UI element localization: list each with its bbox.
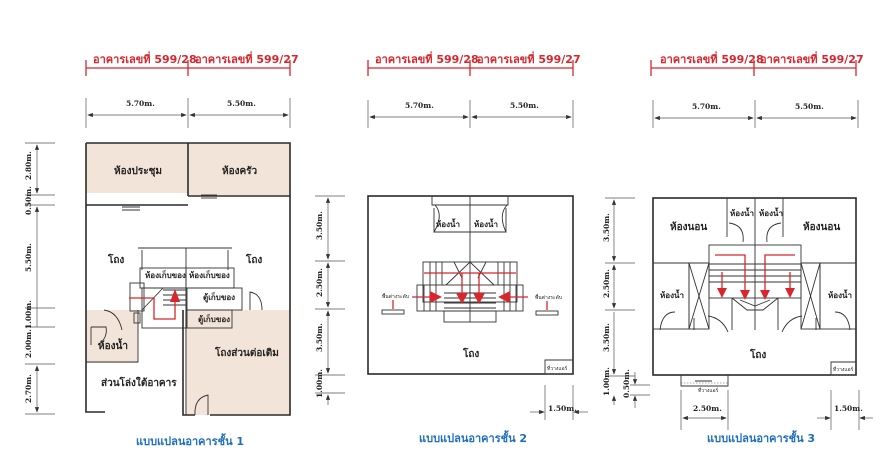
- ac-placement-right: ที่วางแอร์: [830, 361, 856, 376]
- room-bathroom: ห้องน้ำ: [98, 338, 128, 352]
- room-open-space: ส่วนโล่งใต้อาคาร: [101, 376, 177, 389]
- room-bedroom-right: ห้องนอน: [803, 221, 840, 233]
- building-label-599-27: อาคารเลขที่ 599/27: [477, 51, 581, 66]
- ac-placement-left: ที่วางแอร์: [680, 375, 729, 394]
- building-label-599-28: อาคารเลขที่ 599/28: [660, 51, 764, 66]
- vdim-3-50-b: 3.50m.: [315, 323, 324, 352]
- width-dimensions: 5.70m. 5.50m.: [85, 98, 291, 128]
- vdim-2-50: 2.50m.: [315, 268, 324, 297]
- floor-2-stair: [381, 261, 559, 323]
- building-label-599-28: อาคารเลขที่ 599/28: [93, 51, 197, 66]
- room-bath-side-right: ห้องน้ำ: [828, 289, 852, 300]
- vdim-5-50: 5.50m.: [24, 243, 33, 272]
- split-level-left: พื้นต่างระดับ: [382, 291, 409, 300]
- vdim-3-50: 3.50m.: [315, 211, 324, 240]
- building-label-599-27: อาคารเลขที่ 599/27: [195, 51, 299, 66]
- ac-width-dimension: 1.50m.: [530, 385, 588, 420]
- floor-2-caption: แบบแปลนอาคารชั้น 2: [419, 430, 527, 445]
- room-hall: โถง: [749, 348, 766, 361]
- room-storage-right: ห้องเก็บของ: [189, 269, 230, 280]
- ac-spot-right-label: ที่วางแอร์: [833, 366, 854, 373]
- floor-2-vertical-dimensions: 3.50m. 2.50m. 3.50m. 1.00m.: [315, 195, 345, 405]
- vdim-0-50: 0.50m.: [24, 186, 33, 215]
- room-bath-left: ห้องน้ำ: [436, 218, 460, 229]
- vdim-2-70: 2.70m.: [24, 374, 33, 403]
- split-level-right: พื้นต่างระดับ: [535, 292, 562, 301]
- vdim-2-80: 2.80m.: [24, 151, 33, 180]
- building-label-599-28: อาคารเลขที่ 599/28: [375, 51, 479, 66]
- vdim-2-50: 2.50m.: [602, 269, 611, 298]
- cabinet-upper: ตู้เก็บของ: [203, 291, 235, 303]
- floor-3-vertical-dimensions: 3.50m. 2.50m. 3.50m. 1.00m. 0.50m.: [602, 197, 650, 408]
- vdim-3-50-b: 3.50m.: [602, 323, 611, 352]
- width-dim-right: 5.50m.: [227, 99, 256, 108]
- vdim-1-00: 1.00m.: [24, 300, 33, 329]
- ac-width-label: 1.50m.: [548, 404, 577, 413]
- vdim-0-50: 0.50m.: [622, 369, 631, 398]
- floor-2-plan: อาคารเลขที่ 599/28 อาคารเลขที่ 599/27 5.…: [315, 51, 588, 445]
- width-dim-right: 5.50m.: [510, 101, 539, 110]
- width-dim-left: 5.70m.: [405, 101, 434, 110]
- width-dimensions: 5.70m. 5.50m.: [652, 100, 859, 128]
- floor-3-plan: อาคารเลขที่ 599/28 อาคารเลขที่ 599/27 5.…: [602, 51, 873, 445]
- width-dim-left: 5.70m.: [692, 102, 721, 111]
- room-hall-right: โถง: [245, 253, 262, 266]
- building-label-bar: อาคารเลขที่ 599/28 อาคารเลขที่ 599/27: [650, 51, 864, 76]
- floor-1-vertical-dimensions: 2.80m. 0.50m. 5.50m. 1.00m. 2.00m. 2.70m…: [24, 142, 55, 415]
- floor-3-caption: แบบแปลนอาคารชั้น 3: [707, 430, 815, 445]
- ac-spot-label: ที่วางแอร์: [547, 365, 568, 372]
- building-label-599-27: อาคารเลขที่ 599/27: [760, 51, 864, 66]
- room-bath-right: ห้องน้ำ: [474, 218, 498, 229]
- extension-hall-fill: [185, 310, 290, 415]
- cabinet-lower: ตู้เก็บของ: [198, 313, 230, 325]
- room-kitchen: ห้องครัว: [222, 165, 258, 177]
- meeting-room-fill: [86, 143, 188, 193]
- room-bath-side-left: ห้องน้ำ: [660, 289, 684, 300]
- room-hall-left: โถง: [107, 253, 124, 266]
- vdim-1-00: 1.00m.: [602, 367, 611, 396]
- bottom-dim-1-50: 1.50m.: [834, 404, 863, 413]
- floor-2-outer-wall: [367, 195, 574, 375]
- floor-3-interior: [652, 198, 857, 333]
- room-bath-top-left: ห้องน้ำ: [730, 207, 754, 218]
- floor-1-caption: แบบแปลนอาคารชั้น 1: [136, 433, 244, 448]
- kitchen-fill: [189, 143, 290, 195]
- room-meeting: ห้องประชุม: [114, 165, 162, 177]
- ac-placement: ที่วางแอร์: [544, 359, 573, 375]
- room-bedroom-left: ห้องนอน: [670, 221, 707, 233]
- floor-3-bottom-dimensions: 2.50m. 1.50m.: [680, 390, 873, 430]
- width-dim-right: 5.50m.: [795, 102, 824, 111]
- width-dimensions: 5.70m. 5.50m.: [367, 100, 574, 128]
- room-storage-left: ห้องเก็บของ: [145, 269, 186, 280]
- bathroom-fill: [86, 310, 138, 363]
- floor-1-plan: อาคารเลขที่ 599/28 อาคารเลขที่ 599/27 5.…: [24, 51, 299, 448]
- bottom-dim-2-50: 2.50m.: [693, 404, 722, 413]
- floor-1-stair-core: [86, 247, 263, 416]
- room-bath-top-right: ห้องน้ำ: [759, 207, 783, 218]
- building-label-bar: อาคารเลขที่ 599/28 อาคารเลขที่ 599/27: [367, 51, 581, 76]
- ac-spot-left-label: ที่วางแอร์: [698, 387, 719, 394]
- vdim-3-50: 3.50m.: [602, 213, 611, 242]
- building-label-bar: อาคารเลขที่ 599/28 อาคารเลขที่ 599/27: [85, 51, 299, 76]
- vdim-1-00: 1.00m.: [315, 369, 324, 398]
- room-hall: โถง: [462, 347, 479, 360]
- vdim-2-00: 2.00m.: [24, 329, 33, 358]
- room-extension-hall: โถงส่วนต่อเติม: [214, 346, 279, 359]
- width-dim-left: 5.70m.: [126, 99, 155, 108]
